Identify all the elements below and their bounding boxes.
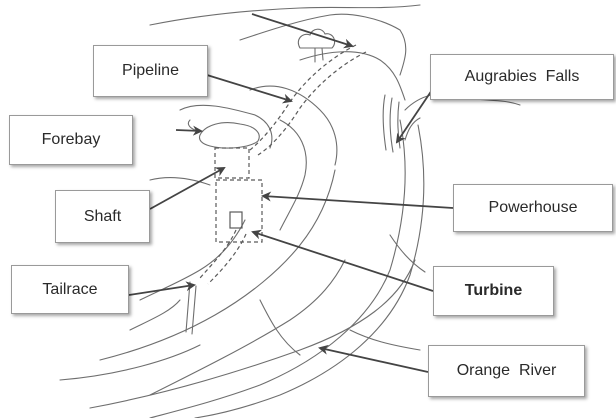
augrabies-falls-sketch [383, 95, 420, 152]
label-orange-river: Orange River [428, 345, 585, 397]
arrow-pipeline [207, 75, 291, 101]
arrow-tailrace [129, 285, 194, 295]
arrow-orange-river [320, 348, 428, 372]
arrow-powerhouse [263, 196, 453, 208]
label-turbine: Turbine [433, 266, 554, 316]
label-augrabies-falls: Augrabies Falls [430, 54, 614, 100]
label-forebay: Forebay [9, 115, 133, 165]
label-shaft: Shaft [55, 190, 150, 243]
arrow-shaft [150, 168, 224, 209]
label-powerhouse: Powerhouse [453, 184, 613, 232]
arrow-forebay [176, 130, 201, 131]
arrow-augrabies-falls [397, 90, 432, 142]
forebay-sketch [188, 120, 259, 148]
shaft-sketch [215, 148, 249, 178]
arrow-top [252, 14, 352, 46]
label-tailrace: Tailrace [11, 265, 129, 314]
tailrace-sketch [186, 230, 246, 334]
arrow-turbine [253, 232, 433, 291]
label-pipeline: Pipeline [93, 45, 208, 97]
